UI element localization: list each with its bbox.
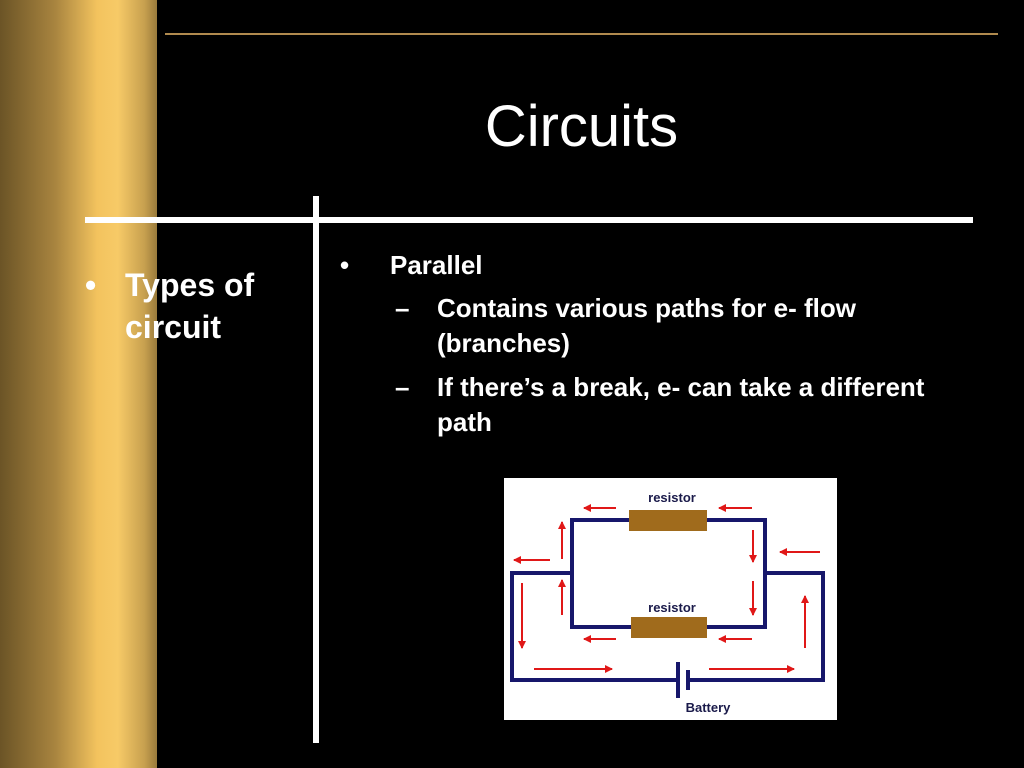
bullet-marker: • [340, 250, 350, 280]
left-bullet-text: Types of circuit [125, 267, 255, 345]
slide-title: Circuits [484, 94, 679, 159]
dash-marker: – [395, 293, 410, 323]
bullet-parallel: • Parallel [340, 248, 940, 282]
table-horizontal-rule [85, 217, 973, 223]
flow-arrows [513, 504, 820, 673]
right-column: • Parallel – Contains various paths for … [340, 248, 940, 440]
sub-bullet-break: – If there’s a break, e- can take a diff… [340, 370, 940, 440]
dash-marker: – [395, 372, 410, 402]
circuit-wires [510, 518, 825, 682]
circuit-svg: resistor resistor Battery [510, 490, 825, 715]
resistor-bottom [631, 617, 707, 638]
left-column: • Types of circuit [85, 264, 305, 348]
resistor-top-label: resistor [648, 490, 696, 505]
resistor-bottom-label: resistor [648, 600, 696, 615]
sub-bullet-paths: – Contains various paths for e- flow (br… [340, 291, 940, 361]
resistor-top [629, 510, 707, 531]
battery-label: Battery [686, 700, 732, 715]
gold-side-band [0, 0, 157, 768]
sub-bullet-break-text: If there’s a break, e- can take a differ… [437, 372, 925, 437]
bullet-marker: • [85, 267, 97, 303]
parallel-circuit-diagram: resistor resistor Battery [504, 478, 837, 720]
top-divider-line [165, 33, 998, 35]
bullet-parallel-text: Parallel [390, 250, 483, 280]
table-vertical-rule [313, 196, 319, 743]
sub-bullet-paths-text: Contains various paths for e- flow (bran… [437, 293, 856, 358]
